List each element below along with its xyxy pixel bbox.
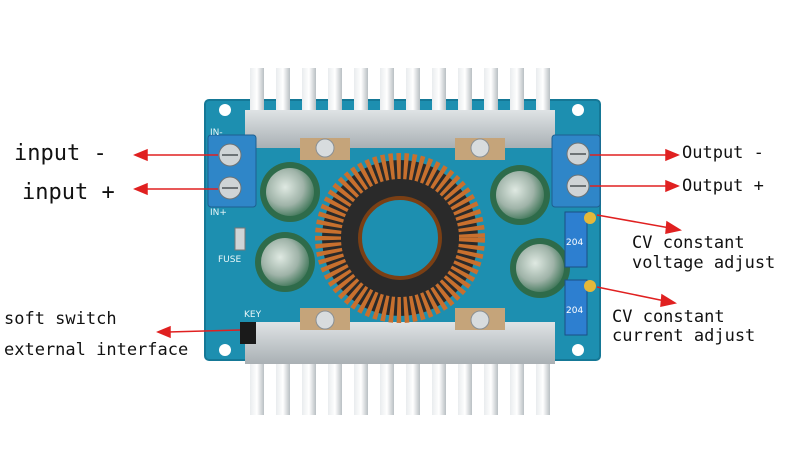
toroid-inductor [315, 153, 485, 323]
arrow-soft-switch [167, 329, 241, 333]
label-cv-voltage-line1: CV constant [632, 233, 745, 253]
top-heatsink [245, 68, 555, 160]
silk-in-plus: IN+ [210, 208, 227, 218]
label-output-plus: Output + [682, 176, 764, 196]
label-soft-switch-line1: soft switch [4, 309, 117, 329]
silk-fuse: FUSE [218, 255, 242, 265]
output-terminal-block [551, 134, 601, 208]
bottom-heatsink [245, 308, 555, 415]
label-cv-voltage-line2: voltage adjust [632, 253, 776, 273]
silk-pot1: 204 [566, 238, 584, 248]
input-terminal-block [207, 134, 257, 208]
label-cv-current-line2: current adjust [612, 326, 756, 346]
silk-in-minus: IN- [210, 128, 223, 138]
fuse [234, 227, 246, 251]
capacitors [255, 162, 570, 298]
silk-pot2: 204 [566, 306, 584, 316]
label-soft-switch-line2: external interface [4, 340, 189, 360]
silk-key: KEY [244, 310, 262, 320]
arrow-cv-current [596, 286, 666, 302]
label-input-minus: input - [14, 141, 107, 166]
arrow-cv-voltage [596, 214, 671, 229]
potentiometers [564, 211, 596, 336]
label-input-plus: input + [22, 180, 115, 205]
annotation-arrows [133, 148, 682, 339]
label-cv-current-line1: CV constant [612, 307, 725, 327]
label-output-minus: Output - [682, 143, 764, 163]
key-connector [240, 322, 256, 344]
